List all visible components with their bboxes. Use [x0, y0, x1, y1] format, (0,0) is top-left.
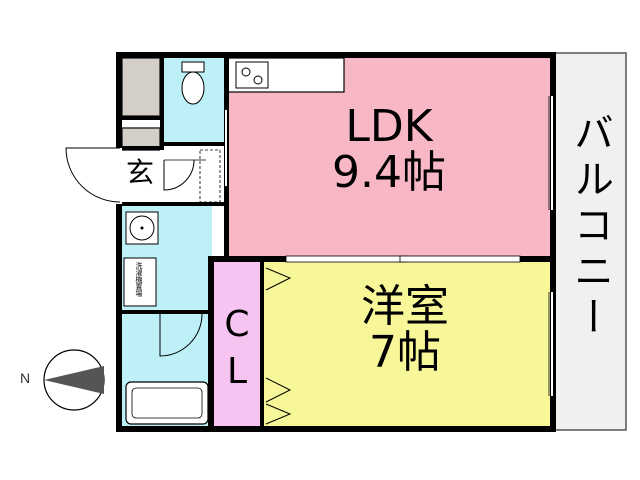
step-line [199, 149, 221, 203]
western-room [264, 262, 550, 426]
closet-line1: C [224, 304, 250, 345]
western-room-size: 7帖 [369, 327, 441, 379]
storage-upper [121, 57, 161, 117]
closet-area [214, 262, 262, 426]
window-lines [548, 96, 556, 396]
entrance-floor [160, 150, 224, 202]
drain-icon [140, 226, 144, 230]
bathroom-door-swing [159, 313, 203, 357]
burner-icon [253, 75, 263, 85]
entrance-label: 玄 [125, 156, 154, 189]
toilet-door-swing [163, 159, 195, 191]
washer-label: 洗濯機置場 [135, 262, 143, 297]
bathtub-inner [131, 387, 203, 419]
balcony-area [552, 52, 627, 431]
entrance-opening [116, 148, 122, 204]
window-marks [225, 96, 553, 396]
washer-space [123, 257, 157, 307]
stove [235, 61, 269, 89]
toilet-icon [181, 71, 205, 105]
ldk-size: 9.4帖 [332, 147, 446, 199]
compass-label: N [20, 370, 31, 386]
entrance-door-swing [65, 147, 121, 203]
basin-icon [129, 215, 155, 241]
closet-label: C L [214, 302, 260, 396]
outer-walls [116, 52, 556, 432]
western-room-name: 洋室 [361, 281, 449, 332]
compass-needle [44, 366, 104, 394]
western-room-label: 洋室 7帖 [270, 281, 540, 379]
ldk-name: LDK [345, 101, 433, 152]
balcony-label: バルコニー [567, 112, 613, 342]
closet-hanger-marks [265, 267, 292, 425]
toilet-tank [181, 61, 205, 73]
burner-icon [241, 67, 251, 77]
sliding-door [285, 255, 521, 263]
ldk-label: LDK 9.4帖 [228, 101, 550, 199]
closet-line2: L [226, 350, 248, 392]
